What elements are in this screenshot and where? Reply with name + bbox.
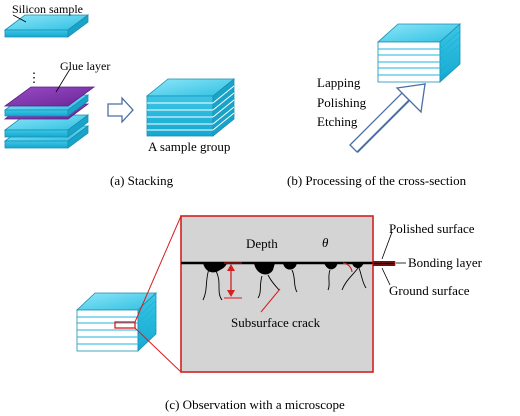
bonding-layer-marker xyxy=(372,261,396,266)
panel-b-processing: Lapping Polishing Etching (b) Processing… xyxy=(287,23,467,188)
magnified-view xyxy=(180,215,374,373)
bonding-layer-label: Bonding layer xyxy=(408,255,483,270)
theta-arc xyxy=(342,262,353,273)
sample-group-label: A sample group xyxy=(148,139,230,154)
sample-group-block xyxy=(145,78,236,137)
surface-pits xyxy=(203,263,364,275)
bonding-layer-strip xyxy=(373,261,395,266)
subsurface-crack-label: Subsurface crack xyxy=(231,315,321,330)
silicon-sample-label: Silicon sample xyxy=(12,2,83,16)
depth-dimension xyxy=(224,262,242,299)
step-lapping: Lapping xyxy=(317,75,361,90)
glue-layer-leader xyxy=(55,68,71,93)
zoom-region-marker xyxy=(114,321,136,329)
subsurface-cracks xyxy=(202,267,367,301)
exploded-stack xyxy=(3,86,96,149)
theta-label: θ xyxy=(322,235,329,250)
caption-a: (a) Stacking xyxy=(110,173,174,188)
step-polishing: Polishing xyxy=(317,95,367,110)
ground-surface-leader xyxy=(381,267,391,286)
panel-a-stacking: Silicon sample ⋮ Glue layer xyxy=(3,2,236,188)
polished-surface-label: Polished surface xyxy=(389,221,475,236)
step-etching: Etching xyxy=(317,114,358,129)
crack-leader xyxy=(260,288,281,313)
glue-layer-label: Glue layer xyxy=(60,59,110,73)
silicon-sample-leader xyxy=(12,14,27,23)
caption-c: (c) Observation with a microscope xyxy=(165,397,345,412)
glue-sheet-top xyxy=(3,86,96,107)
silicon-sample-slab xyxy=(3,14,90,38)
panel-c-observation: Depth θ Subsurface crack Polished surfac… xyxy=(75,215,483,412)
stacking-arrow xyxy=(107,96,134,124)
processed-block xyxy=(376,23,462,83)
caption-b: (b) Processing of the cross-section xyxy=(287,173,467,188)
zoom-line-top xyxy=(134,215,182,323)
ground-surface-label: Ground surface xyxy=(389,283,470,298)
observed-block xyxy=(75,292,158,352)
zoom-line-bottom xyxy=(134,327,182,373)
polished-surface-leader xyxy=(381,231,393,260)
ellipsis-mark: ⋮ xyxy=(28,70,41,85)
depth-label: Depth xyxy=(246,236,278,251)
